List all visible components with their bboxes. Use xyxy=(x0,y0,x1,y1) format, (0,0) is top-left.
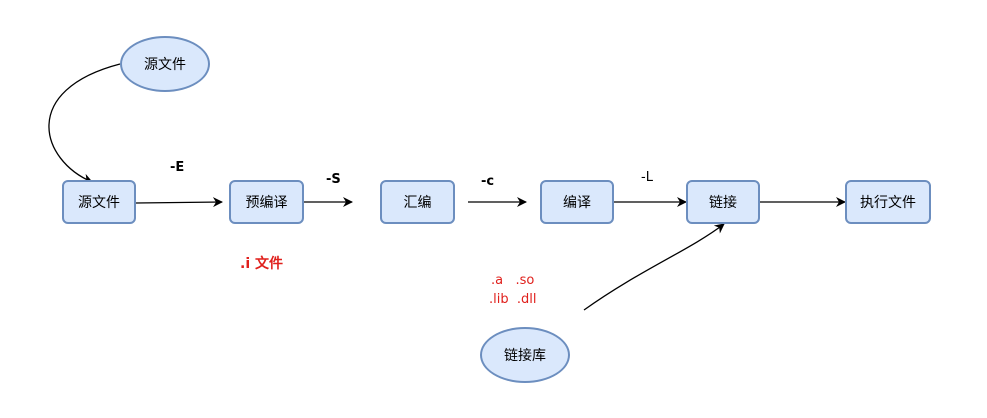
executable-node: 执行文件 xyxy=(845,180,931,224)
assemble-node-label: 汇编 xyxy=(403,195,432,211)
edge-source-to-precompile xyxy=(135,197,223,208)
edge-label-s: -S xyxy=(326,172,341,187)
source-file-node-label: 源文件 xyxy=(78,195,120,211)
assemble-node: 汇编 xyxy=(380,180,455,224)
source-file-ellipse-label: 源文件 xyxy=(144,57,186,73)
precompile-node: 预编译 xyxy=(229,180,304,224)
compile-node: 编译 xyxy=(540,180,614,224)
executable-node-label: 执行文件 xyxy=(860,195,916,211)
library-types-row2: .lib .dll xyxy=(489,292,537,307)
library-types-row1: .a .so xyxy=(491,273,535,288)
edge-label-l: -L xyxy=(641,170,653,185)
compile-node-label: 编译 xyxy=(563,195,591,211)
link-node: 链接 xyxy=(686,180,760,224)
source-file-node: 源文件 xyxy=(62,180,136,224)
edge-label-e: -E xyxy=(170,160,185,175)
link-library-ellipse-label: 链接库 xyxy=(504,348,546,364)
i-file-annotation: .i 文件 xyxy=(240,256,283,272)
precompile-node-label: 预编译 xyxy=(245,195,288,211)
edge-source-ellipse-to-source-file xyxy=(48,63,121,184)
source-file-ellipse: 源文件 xyxy=(120,36,210,92)
link-library-ellipse: 链接库 xyxy=(480,327,570,383)
link-node-label: 链接 xyxy=(709,195,737,211)
edge-label-c: -c xyxy=(481,174,495,189)
edge-library-to-link xyxy=(583,223,725,311)
